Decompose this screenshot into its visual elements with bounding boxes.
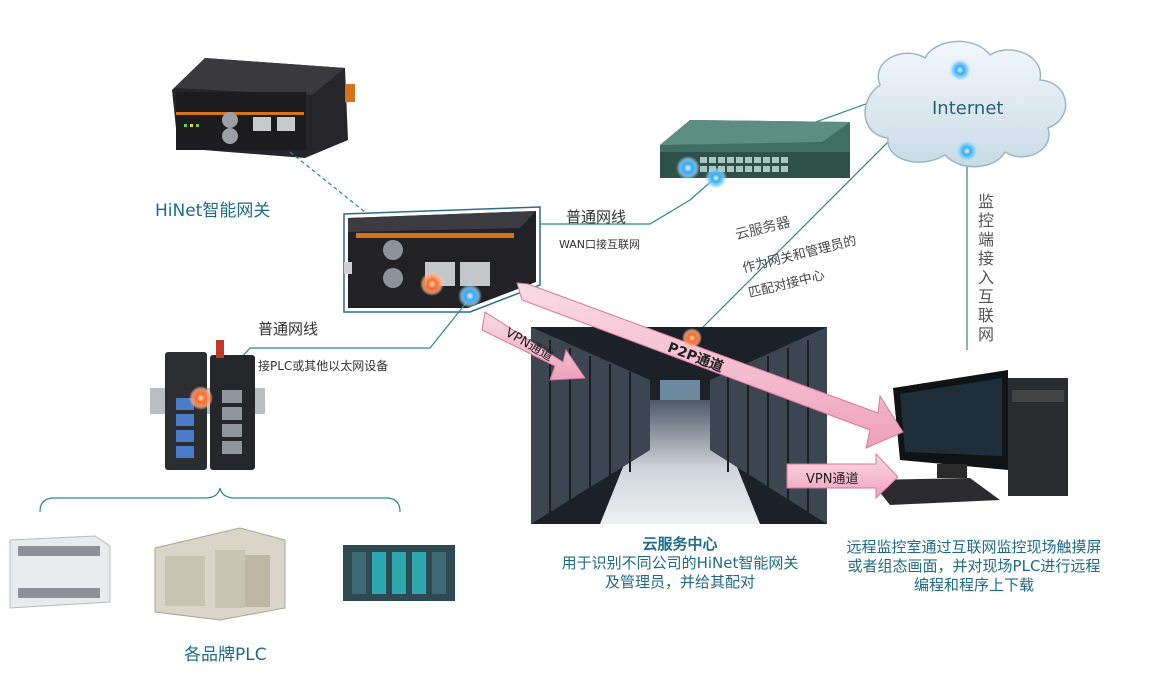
label-plc-note: 接PLC或其他以太网设备 — [258, 359, 389, 373]
label-hinet-gateway: HiNet智能网关 — [155, 201, 271, 221]
hinet-gateway-closeup — [343, 206, 541, 313]
cloud-center-title: 云服务中心 — [642, 535, 718, 553]
vpn-arrow-left — [481, 311, 586, 381]
remote-caption: 远程监控室通过互联网监控现场触摸屏 或者组态画面，并对现场PLC进行远程 编程和… — [824, 538, 1124, 595]
dot-cloud-server — [682, 328, 702, 348]
plc-device-1 — [9, 535, 111, 609]
vpn-arrow-right — [786, 452, 899, 500]
dot-switch-2 — [705, 167, 727, 189]
plc-device-3 — [343, 545, 455, 601]
cloud-center-line-2: 及管理员，并给其配对 — [604, 573, 755, 591]
remote-line-3: 编程和程序上下载 — [913, 576, 1034, 594]
hinet-gateway-device-top — [172, 58, 355, 158]
remote-line-1: 远程监控室通过互联网监控现场触摸屏 — [846, 538, 1102, 556]
label-plc-brands: 各品牌PLC — [184, 645, 267, 665]
remote-line-2: 或者组态画面，并对现场PLC进行远程 — [847, 557, 1101, 575]
cloud-center-caption: 云服务中心 用于识别不同公司的HiNet智能网关 及管理员，并给其配对 — [540, 535, 820, 592]
p2p-arrow — [516, 282, 904, 449]
network-switch — [660, 120, 850, 178]
label-monitor-internet: 监控端接入互联网 — [978, 192, 995, 344]
cloud-center-line-1: 用于识别不同公司的HiNet智能网关 — [561, 554, 799, 572]
plc-device-2 — [154, 527, 286, 621]
dot-industrial-switch — [189, 386, 213, 410]
internet-cloud — [864, 40, 1067, 168]
desktop-computer — [870, 370, 1068, 505]
label-cable-top: 普通网线 — [566, 208, 627, 226]
label-wan-note: WAN口接互联网 — [559, 238, 641, 251]
arrow-label-vpn-right: VPN通道 — [806, 472, 859, 487]
label-cable-left: 普通网线 — [258, 320, 319, 338]
dot-cloud-bottom — [956, 140, 978, 162]
dot-gateway-wan — [420, 272, 444, 296]
label-internet: Internet — [932, 98, 1004, 119]
dot-cloud-top — [949, 59, 971, 81]
dot-gateway-lan — [458, 284, 482, 308]
dot-switch-1 — [676, 156, 700, 180]
